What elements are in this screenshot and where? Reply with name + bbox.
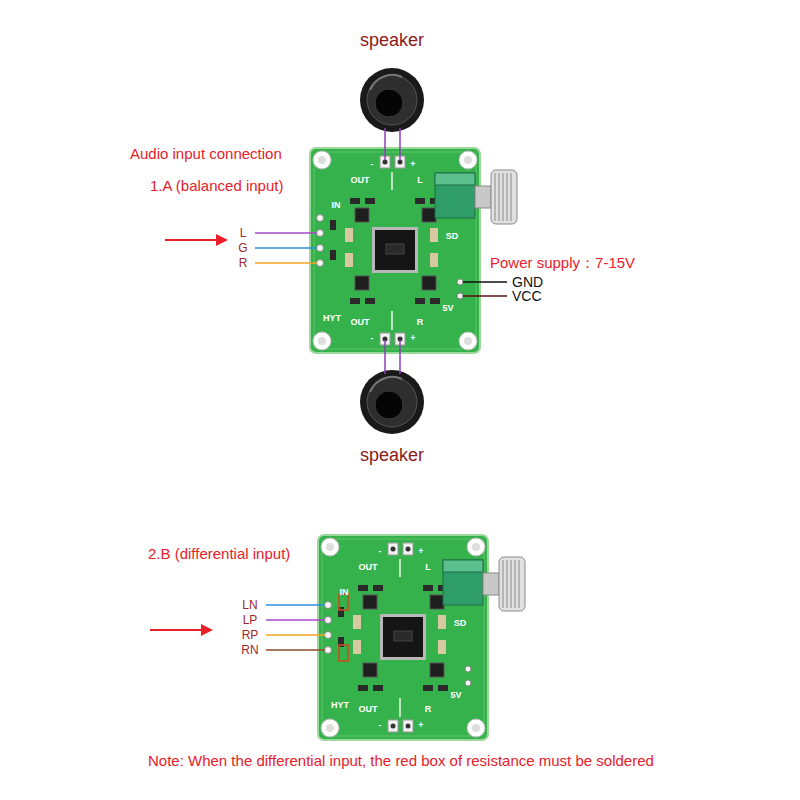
silkscreen-text: L	[417, 176, 423, 185]
silkscreen-text: 5V	[442, 304, 453, 313]
signal-wire	[255, 247, 317, 249]
silkscreen-text: OUT	[359, 563, 378, 572]
silkscreen-text: OUT	[351, 318, 370, 327]
silkscreen-text: L	[425, 563, 431, 572]
pin-name: GND	[512, 275, 543, 289]
silkscreen-text: +	[418, 721, 423, 730]
signal-wire	[255, 262, 317, 264]
section-heading: 2.B (differential input)	[148, 546, 290, 561]
silkscreen-text: -	[371, 160, 374, 169]
silkscreen-text: +	[410, 160, 415, 169]
pin-name: G	[238, 242, 247, 254]
power-wire	[463, 281, 507, 283]
silkscreen-text: -	[371, 334, 374, 343]
speaker-wire	[384, 340, 386, 374]
speaker-label: speaker	[360, 31, 424, 49]
input-arrow	[165, 239, 218, 241]
silkscreen-text: R	[417, 318, 424, 327]
speaker-wire	[384, 128, 386, 160]
signal-wire	[266, 634, 325, 636]
silkscreen-text: IN	[340, 588, 349, 597]
signal-wire	[255, 232, 317, 234]
speaker-icon	[360, 370, 424, 434]
pin-name: VCC	[512, 289, 542, 303]
speaker-wire	[399, 128, 401, 160]
pin-name: R	[239, 257, 248, 269]
silkscreen-text: HYT	[331, 701, 349, 710]
pin-name: RP	[242, 629, 259, 641]
signal-wire	[266, 649, 325, 651]
signal-wire	[266, 619, 325, 621]
silkscreen-text: SD	[454, 619, 467, 628]
silkscreen-text: -	[379, 547, 382, 556]
pin-name: LP	[243, 614, 258, 626]
note-text: Note: When the differential input, the r…	[148, 753, 654, 768]
silkscreen-text: SD	[446, 232, 459, 241]
power-note: Power supply：7-15V	[490, 255, 635, 270]
silkscreen-text: +	[418, 547, 423, 556]
silkscreen-text: +	[410, 334, 415, 343]
amplifier-board	[310, 148, 517, 353]
resistor-marker	[339, 645, 348, 661]
pin-name: L	[240, 227, 247, 239]
amplifier-board	[318, 535, 525, 740]
silkscreen-text: HYT	[323, 314, 341, 323]
silkscreen-text: 5V	[450, 691, 461, 700]
signal-wire	[266, 604, 325, 606]
section-heading: Audio input connection	[130, 146, 282, 161]
arrow-head	[201, 624, 213, 636]
power-wire	[463, 295, 507, 297]
pin-name: RN	[241, 644, 258, 656]
silkscreen-text: IN	[332, 201, 341, 210]
speaker-icon	[360, 68, 424, 132]
silkscreen-text: -	[379, 721, 382, 730]
silkscreen-text: OUT	[351, 176, 370, 185]
section-heading: 1.A (balanced input)	[150, 178, 283, 193]
pin-name: LN	[242, 599, 257, 611]
silkscreen-text: R	[425, 705, 432, 714]
silkscreen-text: OUT	[359, 705, 378, 714]
input-arrow	[150, 629, 203, 631]
arrow-head	[216, 234, 228, 246]
speaker-label: speaker	[360, 446, 424, 464]
speaker-wire	[399, 340, 401, 374]
